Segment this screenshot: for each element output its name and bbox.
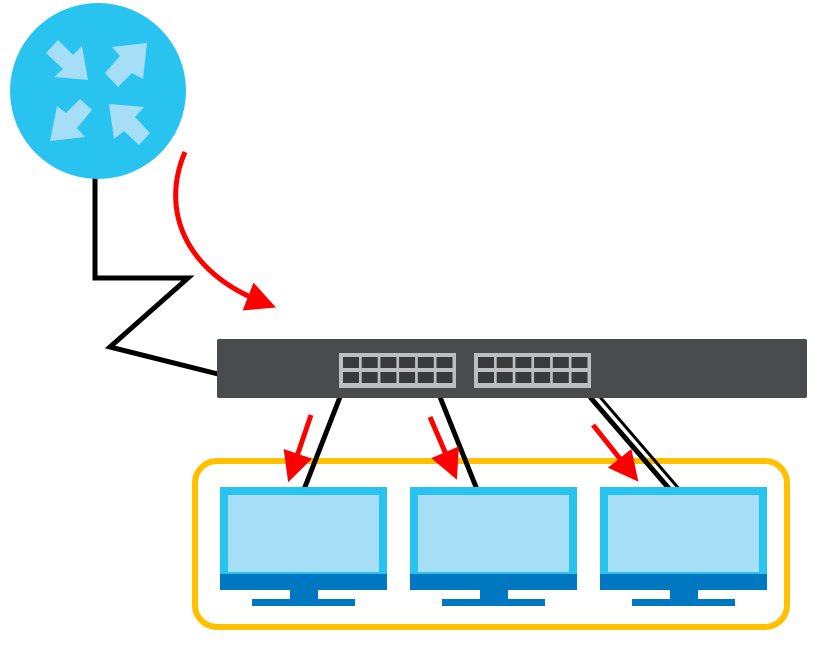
switch-port: [361, 357, 378, 368]
switch-port: [571, 357, 588, 368]
switch-port: [417, 357, 434, 368]
switch-port: [380, 372, 397, 383]
monitor-icon: [220, 487, 387, 606]
switch-port: [534, 372, 551, 383]
computer-group-box: [192, 458, 790, 630]
router-switch-cable: [92, 178, 219, 377]
switch-port: [552, 357, 569, 368]
monitor-icon: [410, 487, 577, 606]
switch-port: [436, 372, 453, 383]
switch-icon: [217, 339, 807, 398]
switch-port: [417, 372, 434, 383]
switch-port: [380, 357, 397, 368]
switch-port: [496, 357, 513, 368]
port-group: [474, 353, 591, 388]
switch-port: [399, 372, 416, 383]
switch-port: [343, 357, 359, 368]
router-icon: [10, 3, 186, 179]
switch-port: [399, 357, 416, 368]
monitor-icon: [600, 487, 767, 606]
cable-computer-3b: [598, 396, 682, 491]
switch-port: [571, 372, 588, 383]
flow-arrow-computer-3: [591, 423, 639, 482]
switch-port: [496, 372, 513, 383]
switch-port: [552, 372, 569, 383]
switch-port: [534, 357, 551, 368]
flow-arrow-router-switch: [173, 151, 276, 311]
switch-port: [515, 372, 532, 383]
switch-port: [478, 357, 494, 368]
switch-port: [361, 372, 378, 383]
switch-port: [478, 372, 494, 383]
cable-computer-1: [300, 396, 343, 493]
port-group: [339, 353, 456, 388]
switch-port: [515, 357, 532, 368]
cable-computer-2: [437, 396, 481, 493]
cable-computer-3: [588, 395, 674, 494]
switch-port: [343, 372, 359, 383]
flow-arrow-computer-2: [427, 416, 459, 480]
flow-arrow-computer-1: [283, 414, 314, 483]
switch-port: [436, 357, 453, 368]
